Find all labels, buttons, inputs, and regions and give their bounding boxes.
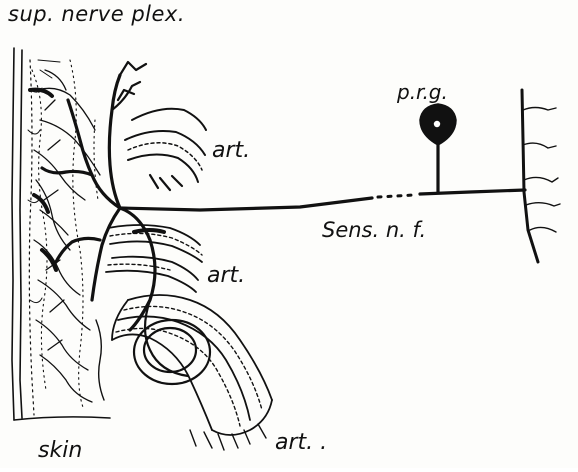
label-skin: skin (38, 440, 82, 462)
lower-loop (134, 300, 210, 384)
middle-dark (134, 230, 164, 232)
ganglion-cell (420, 104, 456, 192)
nerve-interruption (378, 195, 414, 197)
upper-artery (125, 109, 206, 182)
label-sensory-nerve-fibre: Sens. n. f. (322, 220, 426, 241)
label-artery-lower: art. . (275, 432, 327, 454)
plexus-dark-fibres (30, 90, 56, 270)
plexus-dots (32, 60, 98, 410)
label-superficial-nerve-plexus: sup. nerve plex. (8, 4, 185, 25)
skin-surface (12, 48, 110, 420)
central-process (522, 90, 538, 262)
label-ganglion: p.r.g. (397, 82, 448, 102)
superficial-nerve-plexus (28, 60, 100, 402)
label-artery-upper: art. (212, 140, 250, 162)
upper-twigs (112, 62, 182, 190)
label-artery-middle: art. (207, 265, 245, 287)
central-branches (523, 108, 560, 233)
